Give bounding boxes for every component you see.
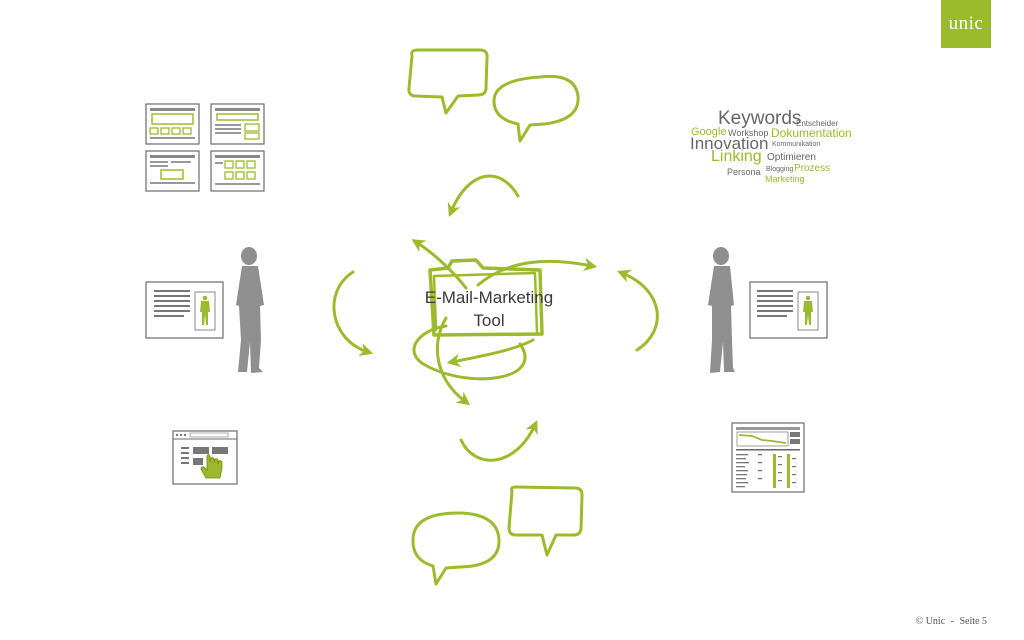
speech-bubble-icon	[407, 48, 489, 115]
footer-separator: -	[950, 616, 954, 627]
arrow-up-left	[411, 239, 468, 290]
center-label-line1: E-Mail-Marketing	[424, 288, 554, 307]
unic-logo: unic	[941, 0, 991, 48]
speech-bubble-icon	[492, 74, 580, 143]
keyword-innovation: Innovation	[690, 134, 769, 153]
person-silhouette-icon	[236, 247, 264, 373]
speech-bubble-icon	[507, 485, 584, 557]
keyword-workshop: Workshop	[728, 128, 769, 138]
profile-card-icon	[145, 281, 224, 339]
keyword-linking: Linking	[711, 148, 762, 165]
keyword-blogging: Blogging	[766, 166, 794, 173]
keyword-kommunikation: Kommunikation	[772, 141, 821, 148]
center-label-line2: Tool	[473, 311, 505, 330]
arrow-right	[476, 257, 598, 287]
analytics-report-icon	[731, 422, 805, 493]
keyword-optimieren: Optimieren	[767, 152, 816, 163]
hand-cursor-icon	[200, 454, 223, 479]
cycle-arrow-bottom	[459, 420, 538, 462]
center-label: E-Mail-Marketing Tool	[404, 286, 574, 332]
wireframe-pages-icon	[145, 103, 265, 192]
folder-icon	[428, 258, 544, 337]
profile-card-icon	[749, 281, 828, 339]
swirl-loop	[412, 324, 527, 381]
keyword-entscheider: Entscheider	[796, 119, 839, 128]
cycle-arrow-top	[447, 174, 520, 218]
cycle-arrow-right	[616, 269, 659, 352]
keyword-marketing: Marketing	[765, 174, 805, 184]
keyword-dokumentation: Dokumentation	[771, 126, 852, 140]
arrow-left	[446, 338, 535, 368]
person-silhouette-icon	[708, 247, 735, 373]
footer-copyright: © Unic	[915, 616, 946, 627]
logo-text: unic	[948, 13, 984, 34]
keyword-persona: Persona	[727, 167, 761, 177]
browser-click-icon	[172, 430, 238, 485]
footer: © Unic - Seite 5	[916, 616, 990, 627]
cycle-arrow-left	[332, 270, 374, 356]
footer-page-number: Seite 5	[959, 616, 988, 627]
keyword-google: Google	[691, 126, 727, 138]
speech-bubble-icon	[411, 511, 501, 586]
keyword-keywords: Keywords	[718, 108, 802, 129]
keyword-prozess: Prozess	[794, 163, 831, 174]
